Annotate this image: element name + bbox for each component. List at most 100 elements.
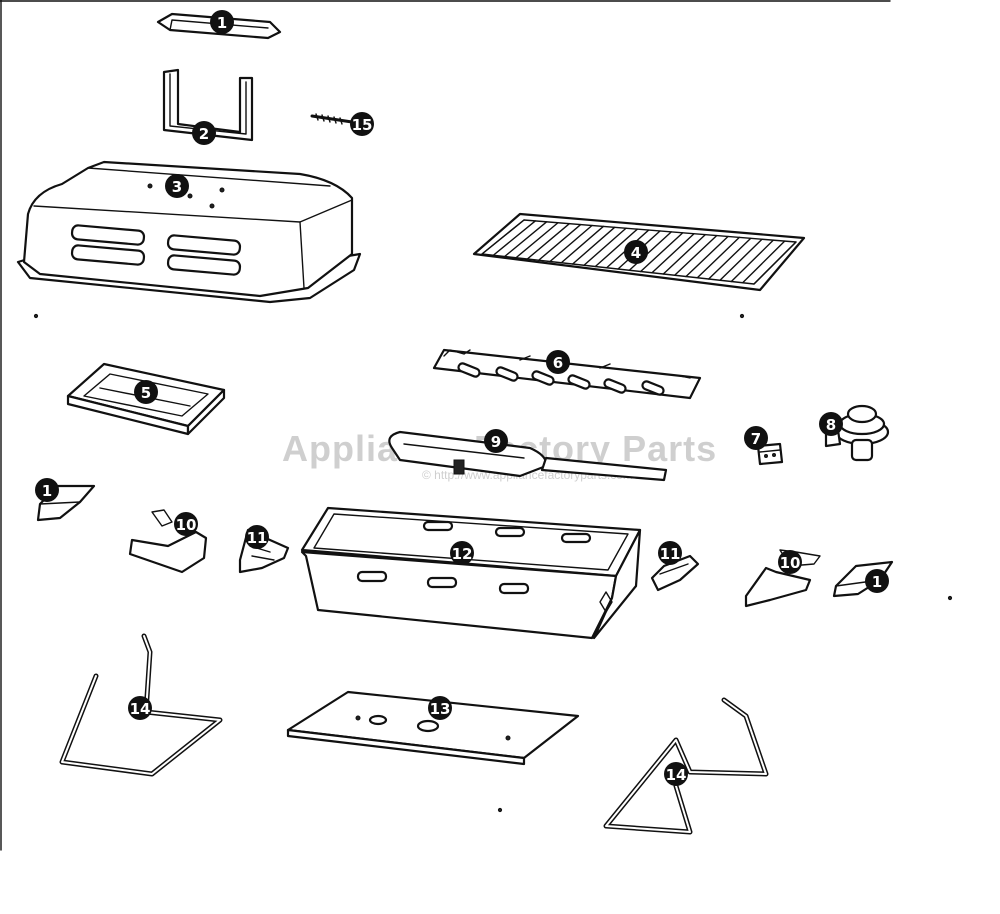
part-regulator — [824, 404, 890, 462]
grate-bar — [503, 221, 548, 258]
callout-badge — [350, 112, 374, 136]
callout-number: 11 — [247, 529, 268, 547]
callout-number: 1 — [217, 14, 227, 32]
callout-badge — [245, 525, 269, 549]
part-leg-bracket-left — [128, 509, 208, 574]
callout-number: 12 — [452, 545, 473, 563]
callout-number: 14 — [130, 700, 151, 718]
callout-number: 8 — [826, 416, 836, 434]
part-lid — [16, 160, 362, 304]
grate-bar — [639, 232, 684, 273]
callout-number: 3 — [172, 178, 182, 196]
callout-12: 12 — [450, 541, 474, 565]
callout-13: 13 — [428, 696, 452, 720]
part-clip — [756, 442, 784, 466]
grate-bar — [730, 239, 775, 283]
grate-bar — [662, 233, 707, 275]
callout-number: 1 — [42, 482, 52, 500]
speck — [947, 595, 953, 601]
part-heat-shield — [432, 348, 702, 400]
callout-badge — [165, 174, 189, 198]
grate-bar — [741, 240, 786, 284]
callout-number: 13 — [430, 700, 451, 718]
grate-bar — [537, 223, 582, 261]
callout-badge — [664, 762, 688, 786]
callout-badge — [744, 426, 768, 450]
grate-bar — [549, 224, 593, 263]
callout-1-left: 1 — [35, 478, 59, 502]
grate-bar — [719, 238, 763, 281]
callout-number: 10 — [780, 554, 801, 572]
grate-bar — [707, 237, 752, 280]
callout-15: 15 — [350, 112, 374, 136]
grate-bar — [651, 233, 695, 274]
callout-8: 8 — [819, 412, 843, 436]
part-burner — [388, 430, 668, 482]
callout-5: 5 — [134, 380, 158, 404]
grate-bar — [560, 225, 605, 264]
callout-number: 7 — [751, 430, 761, 448]
callout-number: 11 — [660, 545, 681, 563]
speck — [497, 807, 503, 813]
callout-11-right: 11 — [658, 541, 682, 565]
callout-10-right: 10 — [778, 550, 802, 574]
part-bottom-plate — [286, 690, 580, 766]
callout-number: 15 — [352, 116, 373, 134]
callout-badge — [450, 541, 474, 565]
callout-number: 1 — [872, 573, 882, 591]
speck — [739, 313, 745, 319]
callout-4: 4 — [624, 240, 648, 264]
callout-9: 9 — [484, 429, 508, 453]
callout-10-left: 10 — [174, 512, 198, 536]
grate-bar — [685, 235, 729, 278]
callout-number: 6 — [553, 354, 563, 372]
grate-bar — [673, 234, 718, 276]
callout-number: 2 — [199, 125, 209, 143]
callout-14-right: 14 — [664, 762, 688, 786]
callout-badge — [35, 478, 59, 502]
callout-14-left: 14 — [128, 696, 152, 720]
callout-number: 9 — [491, 433, 501, 451]
callout-badge — [546, 350, 570, 374]
grate-bar — [594, 228, 639, 268]
callout-badge — [658, 541, 682, 565]
speck — [33, 313, 39, 319]
callout-3: 3 — [165, 174, 189, 198]
callout-badge — [865, 569, 889, 593]
callout-badge — [210, 10, 234, 34]
callout-number: 5 — [141, 384, 151, 402]
part-base-pan — [300, 506, 642, 640]
grate-bar — [492, 220, 537, 256]
part-mount-right — [650, 554, 700, 592]
part-leg-right — [603, 697, 769, 835]
callout-11-left: 11 — [245, 525, 269, 549]
callout-1-right: 1 — [865, 569, 889, 593]
grate-bar — [481, 219, 525, 255]
callout-badge — [778, 550, 802, 574]
callout-2: 2 — [192, 121, 216, 145]
callout-number: 14 — [666, 766, 687, 784]
callout-number: 10 — [176, 516, 197, 534]
callout-number: 4 — [631, 244, 641, 262]
callout-badge — [428, 696, 452, 720]
callout-badge — [128, 696, 152, 720]
grate-bar — [696, 236, 741, 279]
callout-1-top: 1 — [210, 10, 234, 34]
part-leg-left — [59, 633, 223, 777]
callout-badge — [484, 429, 508, 453]
grate-bar — [753, 241, 797, 285]
callout-badge — [819, 412, 843, 436]
callout-badge — [192, 121, 216, 145]
grate-bar — [571, 226, 616, 265]
callout-6: 6 — [546, 350, 570, 374]
callout-badge — [134, 380, 158, 404]
grate-bar — [583, 227, 627, 266]
callout-badge — [624, 240, 648, 264]
callout-badge — [174, 512, 198, 536]
grate-bar — [526, 222, 571, 260]
part-screw — [310, 113, 354, 125]
callout-7: 7 — [744, 426, 768, 450]
grate-bar — [515, 222, 559, 259]
